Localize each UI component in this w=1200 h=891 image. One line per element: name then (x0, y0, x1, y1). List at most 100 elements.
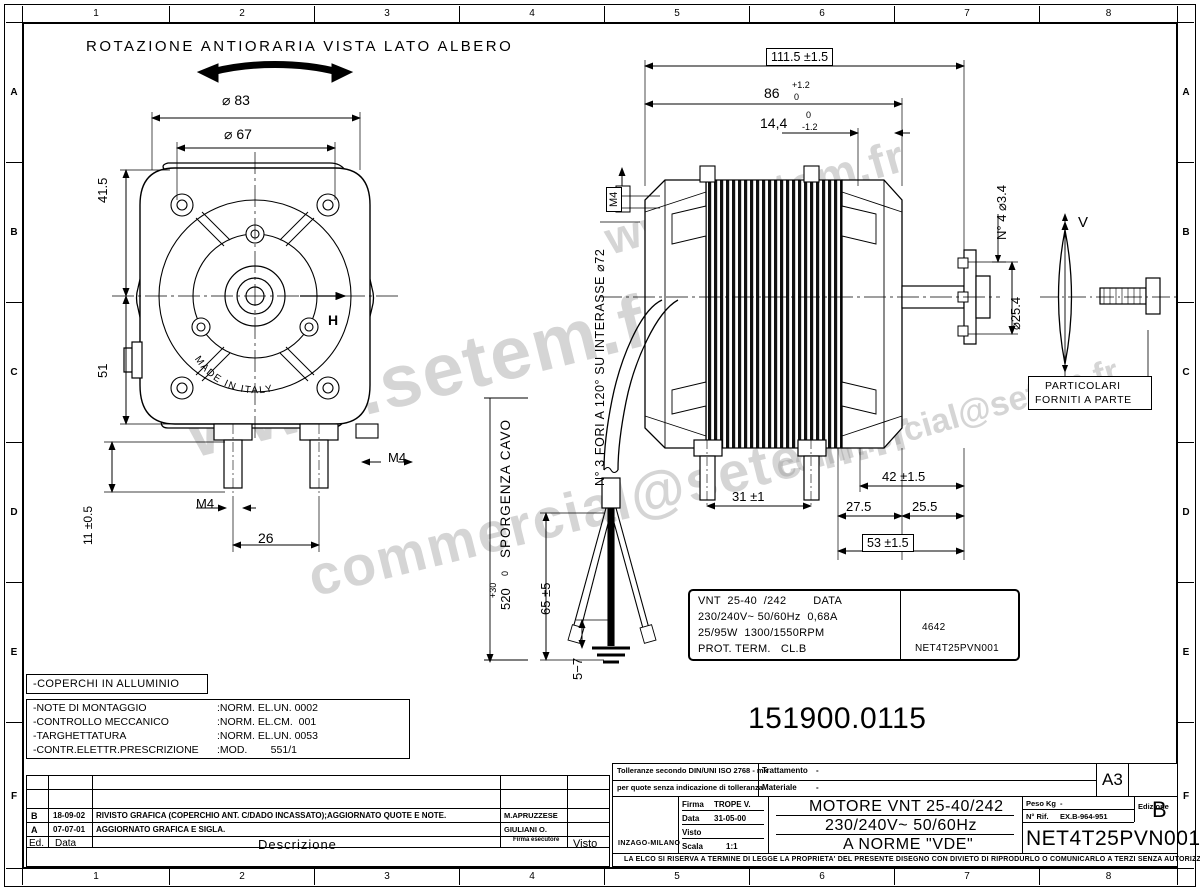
revision-rule-0 (26, 789, 610, 790)
description-line-3: A NORME "VDE" (843, 836, 974, 853)
axis-label-h: H (328, 312, 339, 328)
parts-supplied-callout: PARTICOLARI FORNITI A PARTE (1028, 376, 1152, 410)
nameplate-line-3: 25/95W 1300/1550RPM (698, 627, 825, 639)
rev-heading-modifiche: MODIFICHE (240, 850, 302, 862)
zone-col-5: 5 (604, 6, 749, 22)
revision-rule-3 (26, 836, 610, 837)
zone-row-c: C (6, 302, 22, 442)
dim-step-tol-lower: -1.2 (802, 122, 818, 132)
title-rule-footer (612, 853, 1178, 854)
zone-col-bottom-6: 6 (749, 869, 894, 885)
company-city: INZAGO-MILANO (618, 840, 681, 847)
rif-value: EX.B-964-951 (1060, 812, 1108, 821)
rev-row-1-firma: GIULIANI O. (504, 825, 547, 834)
note-row-1-label: -CONTROLLO MECCANICO (33, 716, 169, 728)
dim-step-tol-upper: 0 (806, 110, 812, 120)
title-rule-tolerance (612, 796, 1178, 797)
title-div-logo (678, 796, 679, 853)
description-line-1: MOTORE VNT 25-40/242 (809, 798, 1004, 815)
revision-col-visto (567, 775, 568, 847)
zone-row-right-b: B (1178, 162, 1194, 302)
desc-rule-2 (776, 834, 1014, 835)
zone-col-bottom-4: 4 (459, 869, 604, 885)
visto-label: Visto (682, 828, 702, 837)
title-div-tolerance (758, 763, 759, 796)
copyright-footer: LA ELCO SI RISERVA A TERMINE DI LEGGE LA… (624, 856, 1200, 863)
nameplate-part-code: NET4T25PVN001 (915, 643, 999, 654)
title-rule-matl (758, 780, 1096, 781)
rev-header-ed: Ed. (29, 838, 45, 849)
revision-rule-4 (26, 847, 610, 848)
revision-col-ed (48, 775, 49, 847)
revision-col-firma (500, 775, 501, 847)
zone-col-bottom-2: 2 (169, 869, 314, 885)
dim-outer-dia: ⌀ 83 (222, 92, 250, 108)
title-rule-rif (1022, 822, 1134, 823)
note-covers-text: -COPERCHI IN ALLUMINIO (33, 678, 180, 690)
note-covers-aluminium: -COPERCHI IN ALLUMINIO (26, 674, 208, 694)
materiale-label: Materiale (762, 783, 797, 792)
note-row-1-value: :NORM. EL.CM. 001 (217, 716, 317, 728)
zone-col-4: 4 (459, 6, 604, 22)
peso-value: - (1060, 799, 1063, 808)
tolerance-note-line-1: Tolleranze secondo DIN/UNI ISO 2768 - mk (617, 766, 768, 775)
dim-cable-tol-upper: +30 (488, 582, 498, 598)
title-div-proj (1128, 763, 1129, 796)
materiale-value: - (816, 783, 819, 792)
zone-row-a: A (6, 22, 22, 162)
note-row-3-value: :MOD. 551/1 (217, 744, 297, 756)
note-row-2-value: :NORM. EL.UN. 0053 (217, 730, 318, 742)
title-block-code: NET4T25PVN001 (1026, 827, 1200, 850)
dim-m4-middle: M4 (606, 186, 622, 212)
tolerance-note-line-2: per quote senza indicazione di tolleranz… (617, 783, 763, 792)
dim-bolt-dia: ⌀ 67 (224, 126, 252, 142)
rev-row-1-data: 07-07-01 (53, 825, 86, 834)
data-value: 31-05-00 (714, 814, 747, 823)
firma-rule (682, 810, 764, 811)
data-label: Data (682, 814, 700, 823)
title-div-edizione (1134, 796, 1135, 822)
motor-nameplate: VNT 25-40 /242 DATA 230/240V~ 50/60Hz 0,… (688, 589, 1020, 661)
title-rule-peso (1022, 809, 1134, 810)
dim-53: 53 ±1.5 (862, 534, 914, 552)
sheet-border-outer (4, 4, 1196, 887)
zone-col-8: 8 (1039, 6, 1178, 22)
revision-rule-1 (26, 808, 610, 809)
dim-wire-end: 5−7 (570, 657, 585, 680)
zone-row-right-c: C (1178, 302, 1194, 442)
zone-col-bottom-1: 1 (22, 869, 169, 885)
sheet-border-inner (22, 22, 1178, 869)
scala-label: Scala (682, 842, 703, 851)
rev-row-0-data: 18-09-02 (53, 811, 86, 820)
peso-label: Peso Kg (1026, 799, 1057, 808)
rev-header-data: Data (55, 838, 77, 849)
zone-row-right-d: D (1178, 442, 1194, 582)
note-row-3-label: -CONTR.ELETTR.PRESCRIZIONE (33, 744, 199, 756)
dim-thread-left: M4 (196, 496, 215, 511)
nameplate-line-4: PROT. TERM. CL.B (698, 643, 807, 655)
zone-col-bottom-3: 3 (314, 869, 459, 885)
zone-row-d: D (6, 442, 22, 582)
rev-row-1-ed: A (31, 825, 38, 835)
title-rule-tol-mid (612, 780, 758, 781)
dim-27-5: 27.5 (846, 499, 872, 514)
note-row-2-label: -TARGHETTATURA (33, 730, 127, 742)
dim-strip-length: 65 ±5 (538, 582, 553, 615)
firma-label: Firma (682, 800, 704, 809)
left-view-title: ROTAZIONE ANTIORARIA VISTA LATO ALBERO (86, 38, 514, 55)
title-div-signature (768, 796, 769, 853)
dim-body-tol-upper: +1.2 (792, 80, 810, 90)
visto-rule (682, 838, 764, 839)
revision-col-data (92, 775, 93, 847)
sheet-format: A3 (1102, 770, 1123, 789)
rev-row-0-firma: M.APRUZZESE (504, 811, 558, 820)
trattamento-value: - (816, 766, 819, 775)
rev-header-visto: Visto (573, 838, 598, 850)
dim-body-length: 86 (764, 85, 780, 101)
dim-cable-tol-lower: 0 (500, 570, 510, 576)
dim-thread-right: M4 (388, 450, 407, 465)
data-rule (682, 824, 764, 825)
note-three-holes: N° 3 FORI A 120° SU INTERASSE ⌀72 (593, 248, 607, 486)
nameplate-line-1: VNT 25-40 /242 DATA (698, 595, 843, 607)
